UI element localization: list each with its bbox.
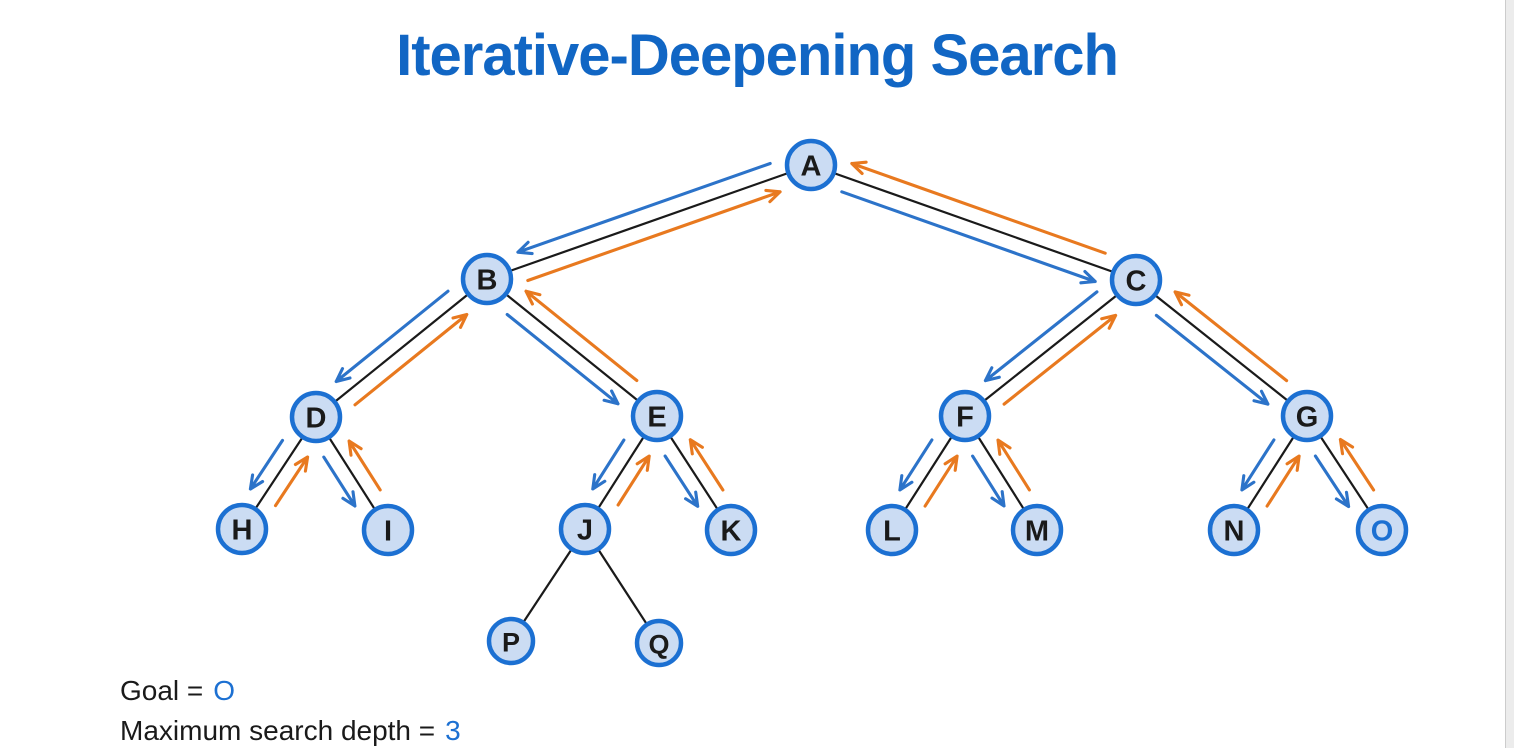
node-P-circle <box>486 616 536 666</box>
node-D-circle <box>289 390 343 444</box>
node-H: H <box>215 502 269 556</box>
backtrack-arrow-M-F <box>996 438 1031 492</box>
depth-text: Maximum search depth = 3 <box>120 714 461 748</box>
node-G-circle <box>1280 389 1334 443</box>
node-F: F <box>938 389 992 443</box>
node-N-circle <box>1207 503 1261 557</box>
node-E-circle <box>630 389 684 443</box>
node-M-circle <box>1010 503 1064 557</box>
backtrack-arrow-H-D <box>273 455 310 508</box>
edge-C-F <box>964 279 1137 417</box>
descend-arrow-A-C <box>840 190 1097 285</box>
depth-value: 3 <box>445 715 461 746</box>
backtrack-arrow-N-G <box>1265 454 1301 508</box>
node-M: M <box>1010 503 1064 557</box>
backtrack-arrow-I-D <box>347 439 382 492</box>
goal-value: O <box>213 675 236 706</box>
backtrack-arrow-C-A <box>850 160 1107 255</box>
edge-C-G <box>1135 279 1308 417</box>
node-B-label: B <box>477 265 498 297</box>
descend-arrow-D-H <box>248 438 285 491</box>
descend-arrow-C-G <box>1154 313 1270 406</box>
node-C-circle <box>1109 253 1163 307</box>
node-N: N <box>1207 503 1261 557</box>
backtrack-arrow-B-A <box>526 188 782 283</box>
node-E: E <box>630 389 684 443</box>
node-D: D <box>289 390 343 444</box>
node-O-circle <box>1355 503 1409 557</box>
node-Q-circle <box>634 618 684 668</box>
backtrack-arrow-J-E <box>616 454 651 507</box>
node-K-circle <box>704 503 758 557</box>
node-P-label: P <box>502 628 520 658</box>
node-J-circle <box>558 502 612 556</box>
descend-arrow-G-N <box>1240 438 1276 492</box>
backtrack-arrow-O-G <box>1338 437 1376 492</box>
descend-arrow-D-I <box>322 455 357 508</box>
node-A: A <box>784 138 838 192</box>
backtrack-arrow-F-C <box>1002 313 1118 406</box>
node-H-circle <box>215 502 269 556</box>
backtrack-arrow-D-B <box>353 312 469 407</box>
node-D-label: D <box>306 403 327 435</box>
edge-A-B <box>486 163 812 281</box>
descend-arrow-G-O <box>1313 454 1351 509</box>
right-gutter <box>1505 0 1514 748</box>
node-K: K <box>704 503 758 557</box>
backtrack-arrow-G-C <box>1173 290 1289 383</box>
descend-arrow-C-F <box>983 290 1099 383</box>
node-C: C <box>1109 253 1163 307</box>
node-O-label: O <box>1371 516 1394 548</box>
node-M-label: M <box>1025 516 1049 548</box>
backtrack-arrow-E-B <box>524 289 639 383</box>
goal-label: Goal = <box>120 675 204 706</box>
depth-label: Maximum search depth = <box>120 715 436 746</box>
node-L: L <box>865 503 919 557</box>
node-J-label: J <box>577 515 593 547</box>
descend-arrow-E-J <box>591 438 626 491</box>
node-A-circle <box>784 138 838 192</box>
node-K-label: K <box>721 516 742 548</box>
node-O: O <box>1355 503 1409 557</box>
descend-arrow-A-B <box>516 161 772 256</box>
node-J: J <box>558 502 612 556</box>
descend-arrow-F-M <box>971 454 1006 508</box>
node-I-label: I <box>384 516 392 548</box>
descend-arrow-B-D <box>334 289 450 384</box>
node-E-label: E <box>647 402 666 434</box>
node-F-circle <box>938 389 992 443</box>
node-B-circle <box>460 252 514 306</box>
node-B: B <box>460 252 514 306</box>
backtrack-arrow-K-E <box>688 438 725 492</box>
node-G: G <box>1280 389 1334 443</box>
edge-B-D <box>315 278 488 418</box>
node-H-label: H <box>232 515 253 547</box>
backtrack-arrow-L-F <box>923 454 959 508</box>
node-L-circle <box>865 503 919 557</box>
node-Q-label: Q <box>648 630 669 660</box>
node-F-label: F <box>956 402 974 434</box>
edge-B-E <box>486 278 658 417</box>
node-I: I <box>361 503 415 557</box>
node-C-label: C <box>1126 266 1147 298</box>
descend-arrow-B-E <box>505 312 620 406</box>
node-N-label: N <box>1224 516 1245 548</box>
slide-title: Iterative-Deepening Search <box>396 23 1119 88</box>
goal-text: Goal = O <box>120 674 235 708</box>
descend-arrow-E-K <box>663 454 700 508</box>
edge-A-C <box>810 163 1137 282</box>
node-I-circle <box>361 503 415 557</box>
node-A-label: A <box>801 151 822 183</box>
node-L-label: L <box>883 516 901 548</box>
node-G-label: G <box>1296 402 1319 434</box>
node-P: P <box>486 616 536 666</box>
descend-arrow-F-L <box>898 438 934 492</box>
node-Q: Q <box>634 618 684 668</box>
